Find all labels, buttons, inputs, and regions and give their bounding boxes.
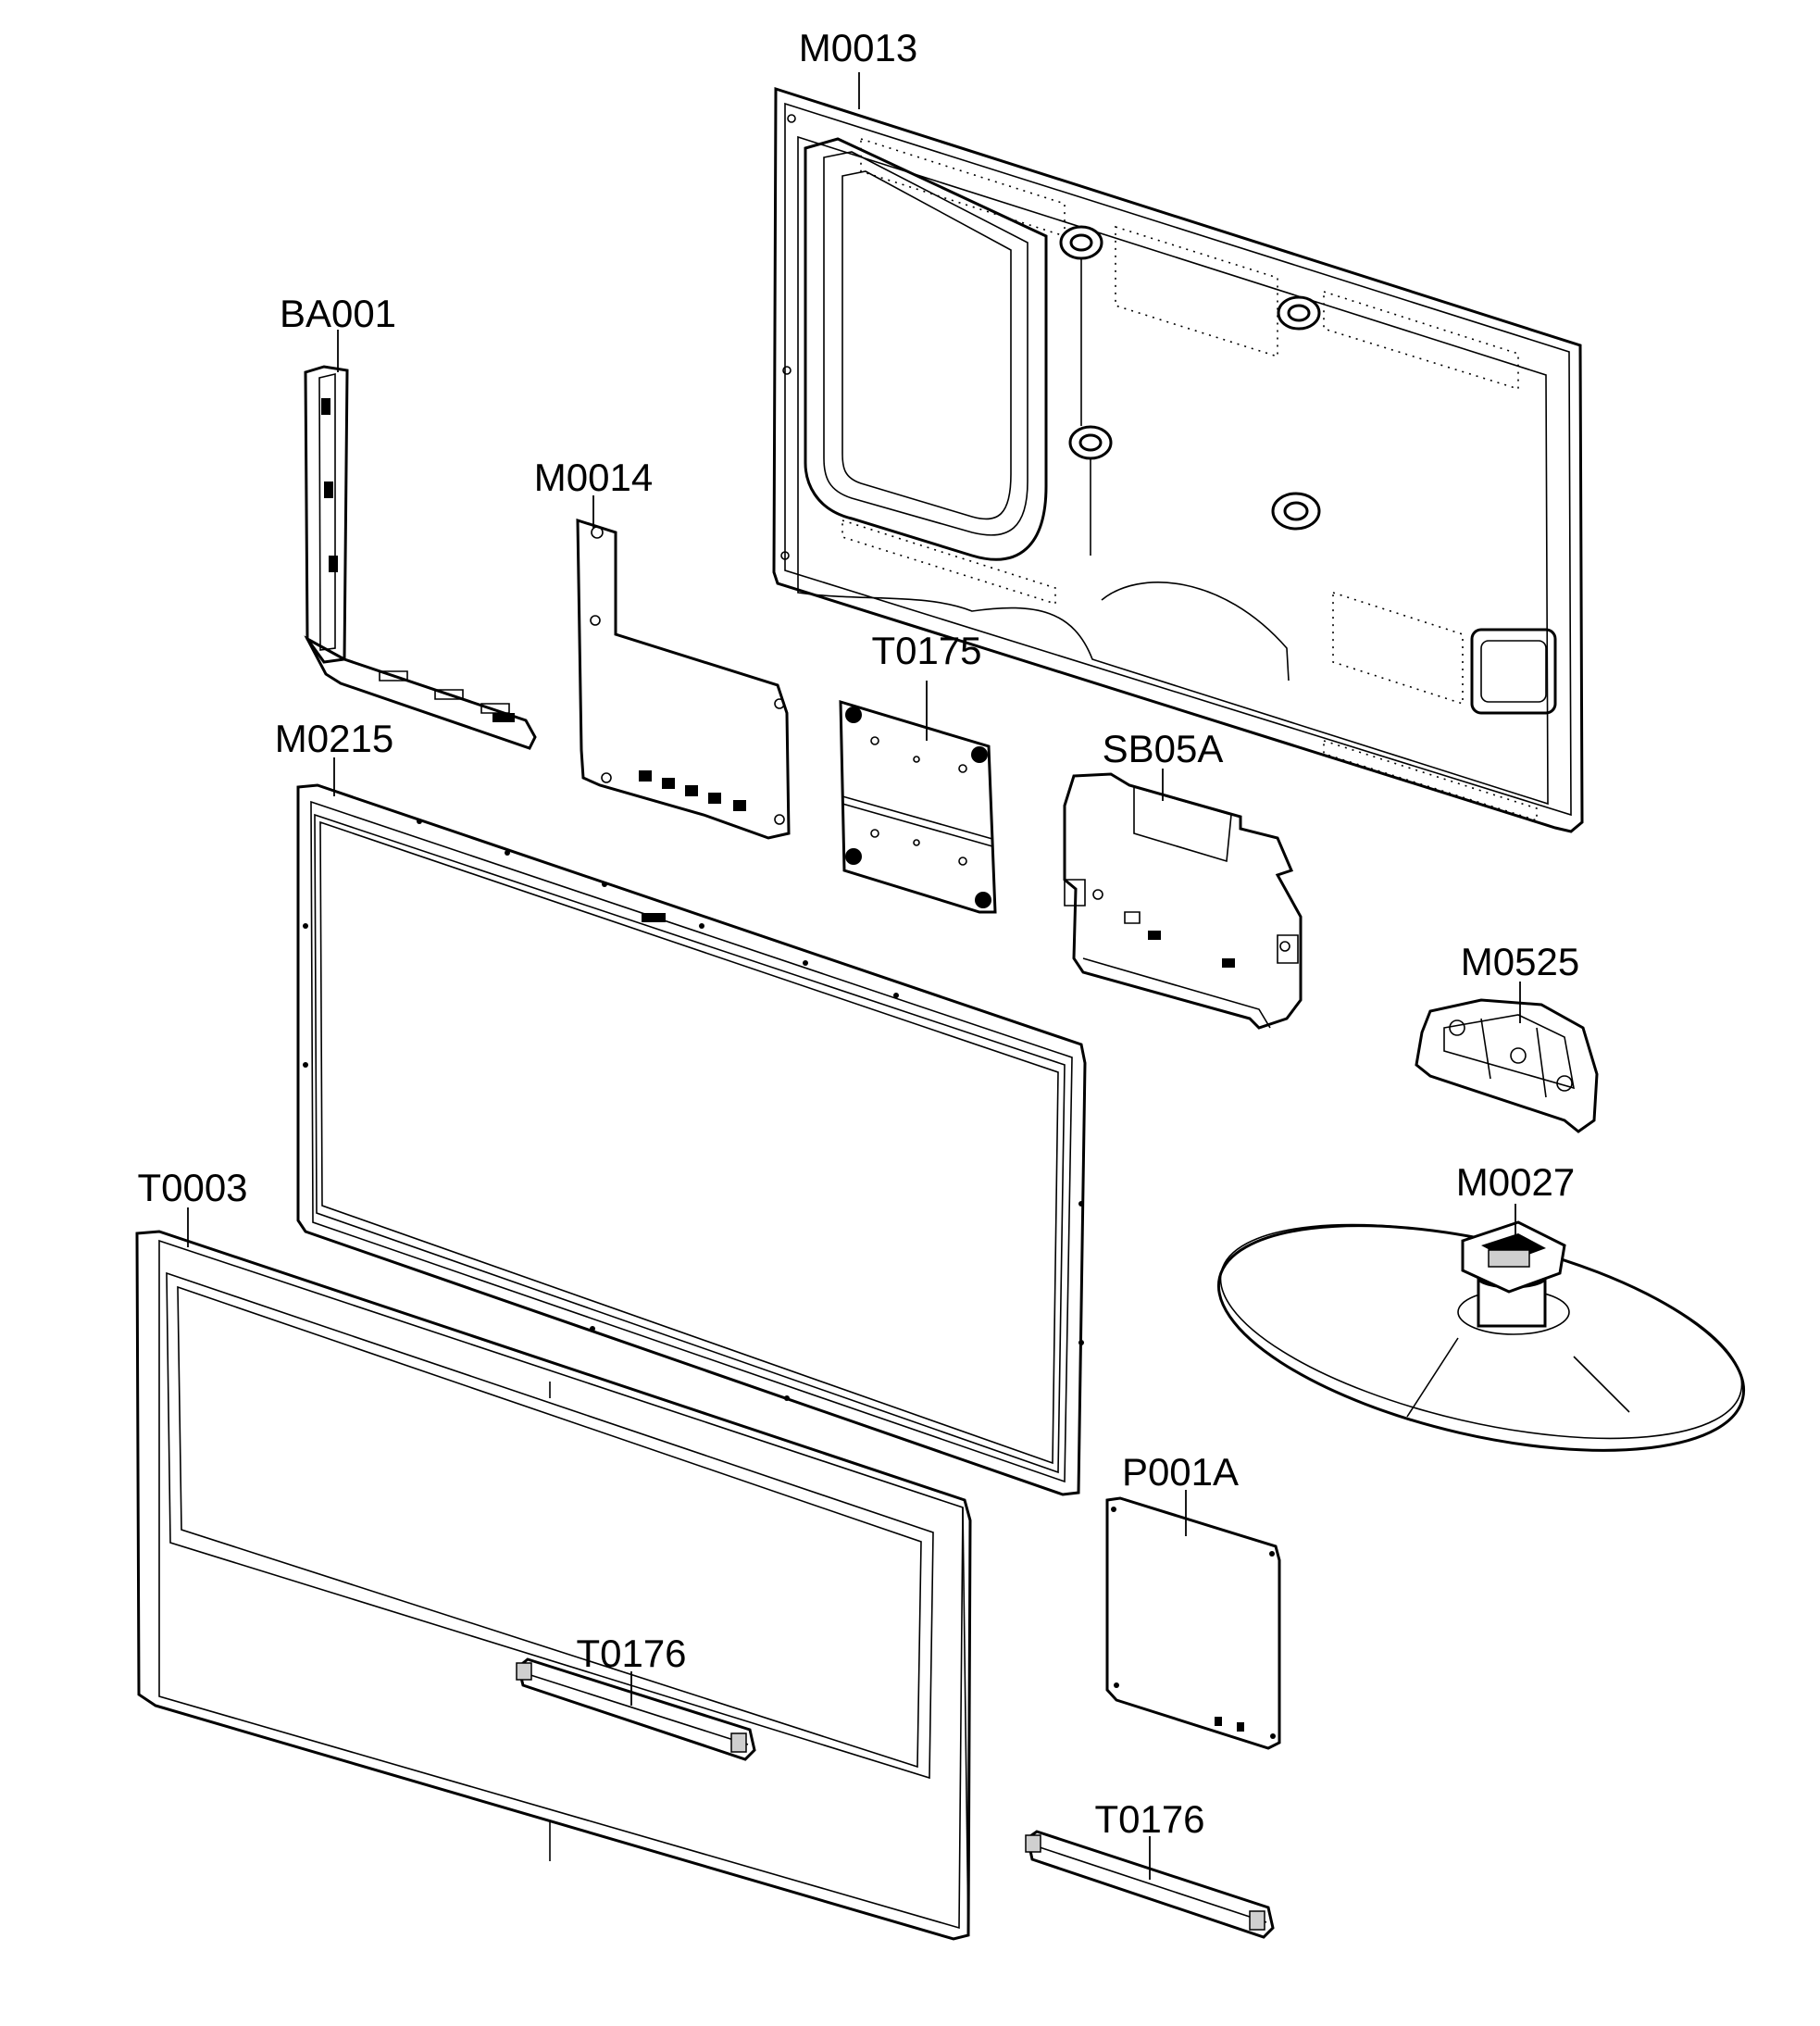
front-bracket-drawing — [517, 1659, 754, 1759]
main-board-drawing — [578, 520, 789, 838]
part-label-m0027: M0027 — [1456, 1160, 1575, 1204]
part-label-p001a: P001A — [1122, 1450, 1239, 1494]
bottom-bracket-drawing — [1026, 1832, 1273, 1937]
part-label-m0525: M0525 — [1461, 940, 1579, 983]
part-label-ba001: BA001 — [280, 292, 396, 335]
part-label-m0014: M0014 — [534, 456, 653, 499]
part-label-t0003: T0003 — [137, 1166, 247, 1209]
rear-cover-drawing — [774, 89, 1582, 832]
back-board-drawing — [1107, 1498, 1279, 1748]
part-label-t0175: T0175 — [871, 629, 981, 672]
panel-frame-drawing — [298, 785, 1085, 1494]
side-bracket-drawing — [305, 367, 535, 748]
stand-bracket-drawing — [1416, 1000, 1597, 1132]
mount-plate-drawing — [841, 702, 995, 912]
part-label-t0176-bottom: T0176 — [1094, 1797, 1204, 1841]
part-label-t0176-front: T0176 — [576, 1632, 686, 1675]
shield-bracket-drawing — [1065, 774, 1301, 1028]
stand-base-drawing — [1198, 1182, 1764, 1493]
part-label-m0215: M0215 — [275, 717, 393, 760]
front-bezel-drawing — [137, 1232, 970, 1939]
part-label-sb05a: SB05A — [1103, 727, 1224, 770]
part-label-m0013: M0013 — [799, 26, 917, 69]
